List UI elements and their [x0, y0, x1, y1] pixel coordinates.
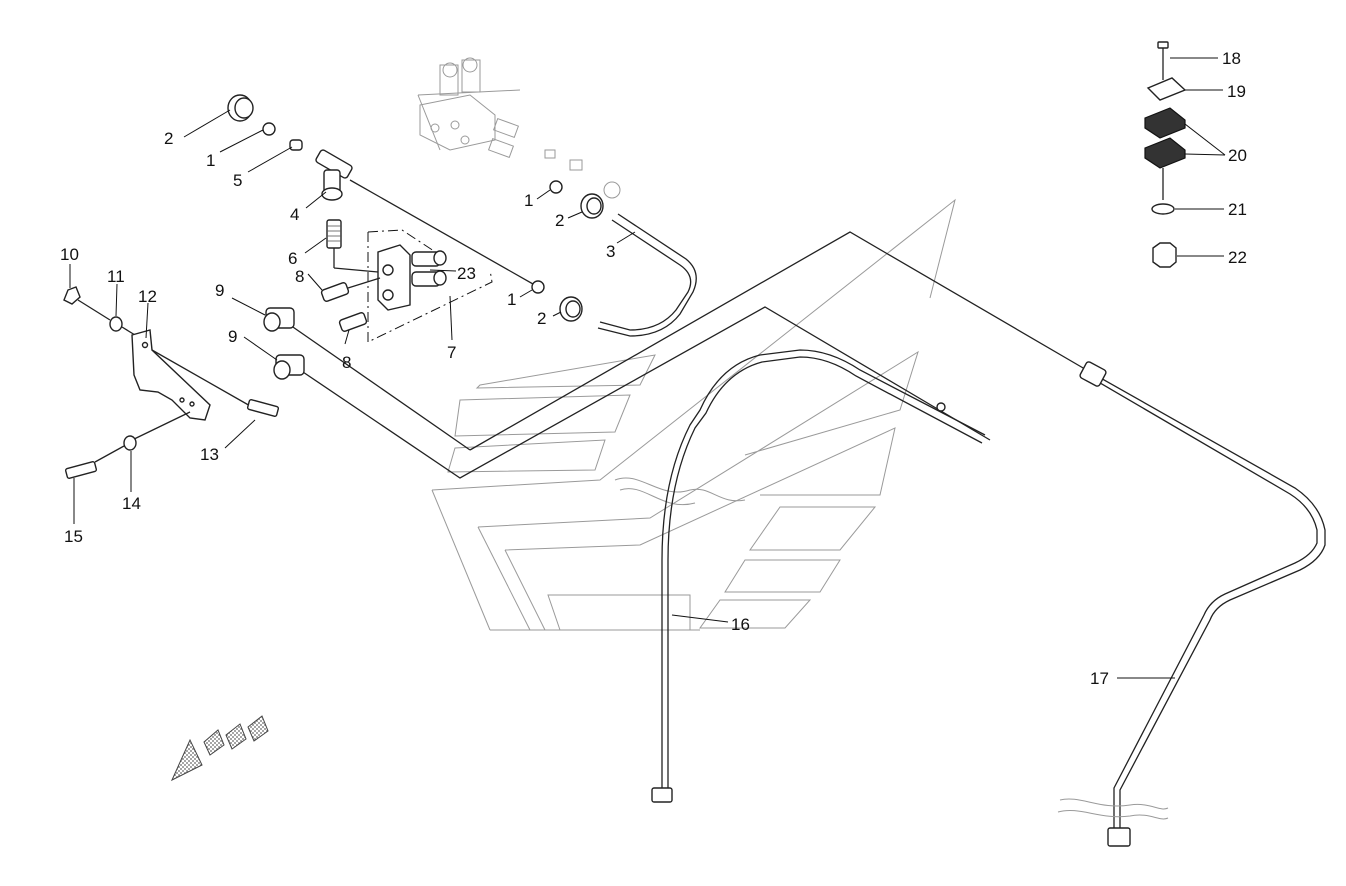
tractor-outline-ghost: [417, 89, 956, 631]
bracket-assembly: [63, 286, 280, 479]
callout-labels: 2 1 5 4 6 8 9 9 8 7 23 10 11 12 13 14 15…: [60, 49, 1247, 688]
pipe-lines: [289, 179, 1091, 479]
callout-2-c: 2: [537, 309, 546, 328]
callout-16: 16: [731, 615, 750, 634]
callout-2-b: 2: [555, 211, 564, 230]
callout-3: 3: [606, 242, 615, 261]
callout-10: 10: [60, 245, 79, 264]
callout-9-b: 9: [228, 327, 237, 346]
callout-19: 19: [1227, 82, 1246, 101]
callout-14: 14: [122, 494, 141, 513]
callout-5: 5: [233, 171, 242, 190]
callout-1-c: 1: [507, 290, 516, 309]
fittings-8: [320, 277, 381, 332]
clamp-stack: [1144, 41, 1187, 268]
callout-22: 22: [1228, 248, 1247, 267]
callout-9-a: 9: [215, 281, 224, 300]
callout-1-b: 1: [524, 191, 533, 210]
callout-6: 6: [288, 249, 297, 268]
callout-15: 15: [64, 527, 83, 546]
callout-21: 21: [1228, 200, 1247, 219]
valve-7: [367, 229, 493, 343]
callout-13: 13: [200, 445, 219, 464]
callout-1-a: 1: [206, 151, 215, 170]
fittings-right: [531, 180, 604, 322]
callout-4: 4: [290, 205, 299, 224]
valve-block-ghost: [419, 57, 621, 199]
fittings-top-left: [227, 94, 379, 273]
callout-18: 18: [1222, 49, 1241, 68]
direction-arrow: [170, 715, 269, 782]
leader-lines: [69, 57, 1226, 679]
callout-11: 11: [107, 267, 125, 286]
callout-2-a: 2: [164, 129, 173, 148]
pipe-17: [1057, 361, 1326, 847]
fittings-9: [263, 307, 305, 380]
callout-23: 23: [457, 264, 476, 283]
callout-7: 7: [447, 343, 456, 362]
callout-17: 17: [1090, 669, 1109, 688]
callout-20: 20: [1228, 146, 1247, 165]
callout-8-b: 8: [342, 353, 351, 372]
callout-8-a: 8: [295, 267, 304, 286]
callout-12: 12: [138, 287, 157, 306]
pipe-16: [651, 349, 986, 803]
